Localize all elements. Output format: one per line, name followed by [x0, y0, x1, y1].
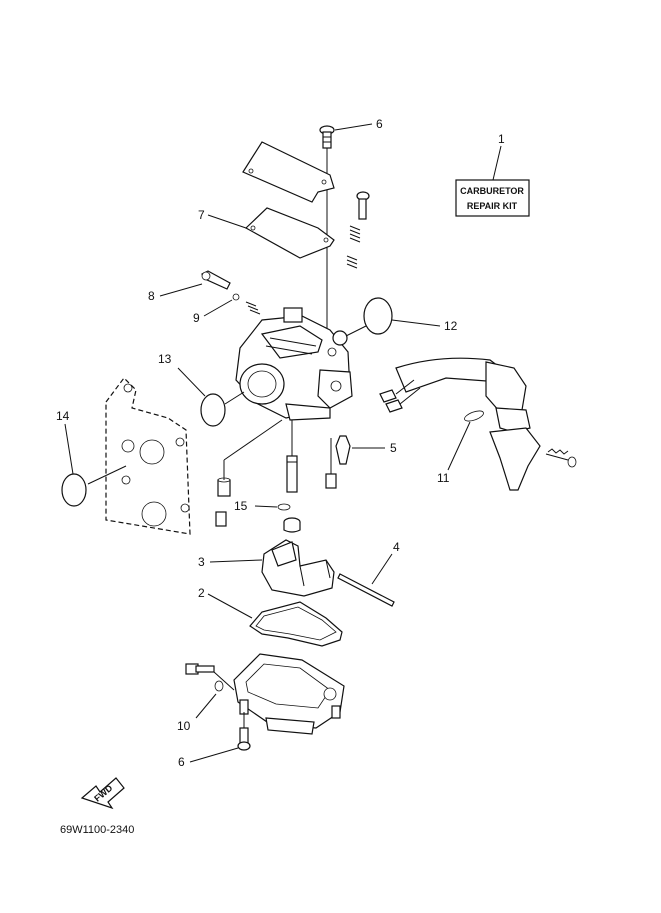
callout-4: 4 [393, 540, 400, 554]
callout-3: 3 [198, 555, 205, 569]
fwd-arrow: FWD [80, 777, 125, 810]
float-chamber [233, 653, 345, 735]
float-gasket-part-2 [249, 601, 343, 647]
callout-14: 14 [56, 409, 70, 423]
kit-label-line1: CARBURETOR [460, 186, 524, 196]
callout-1: 1 [498, 132, 505, 146]
carburetor-body [235, 307, 353, 421]
callout-15: 15 [234, 499, 248, 513]
pilot-jet [325, 473, 337, 489]
diagram-part-number: 69W1100-2340 [60, 824, 134, 836]
needle-valve-part-5 [335, 435, 351, 465]
callout-13: 13 [158, 352, 172, 366]
callout-7: 7 [198, 208, 205, 222]
jet-cap [283, 517, 301, 533]
bottom-screw-part [237, 727, 251, 751]
o-ring-part-9 [232, 293, 240, 301]
gasket-part-7 [244, 207, 335, 259]
pilot-screw-part [346, 191, 370, 269]
callout-10: 10 [177, 719, 191, 733]
kit-label-line2: REPAIR KIT [467, 201, 518, 211]
jet-plug [215, 511, 227, 527]
repair-kit-label: CARBURETOR REPAIR KIT [455, 179, 530, 217]
o-ring-part-14 [61, 473, 87, 507]
main-jet [217, 477, 231, 497]
callout-2: 2 [198, 586, 205, 600]
jet-part-8 [201, 270, 231, 290]
float-part-3 [261, 539, 335, 597]
intake-gasket-plate [105, 377, 191, 535]
callout-5: 5 [390, 441, 397, 455]
main-nozzle [286, 455, 298, 493]
solenoid-assembly [379, 357, 577, 491]
callout-8: 8 [148, 289, 155, 303]
callout-9: 9 [193, 311, 200, 325]
callout-11: 11 [437, 471, 450, 485]
o-ring-part-12 [363, 297, 393, 335]
top-screw-part [319, 125, 335, 149]
callout-12: 12 [444, 319, 458, 333]
o-ring-part-15 [277, 503, 291, 511]
callout-6-top: 6 [376, 117, 383, 131]
float-pin-part-4 [337, 573, 395, 607]
callout-6-bottom: 6 [178, 755, 185, 769]
o-ring-part-11 [464, 410, 484, 422]
cover-plate [242, 141, 335, 203]
o-ring-part-13 [200, 393, 226, 427]
drain-screw-part-10 [185, 663, 224, 692]
spring-part [245, 301, 261, 315]
